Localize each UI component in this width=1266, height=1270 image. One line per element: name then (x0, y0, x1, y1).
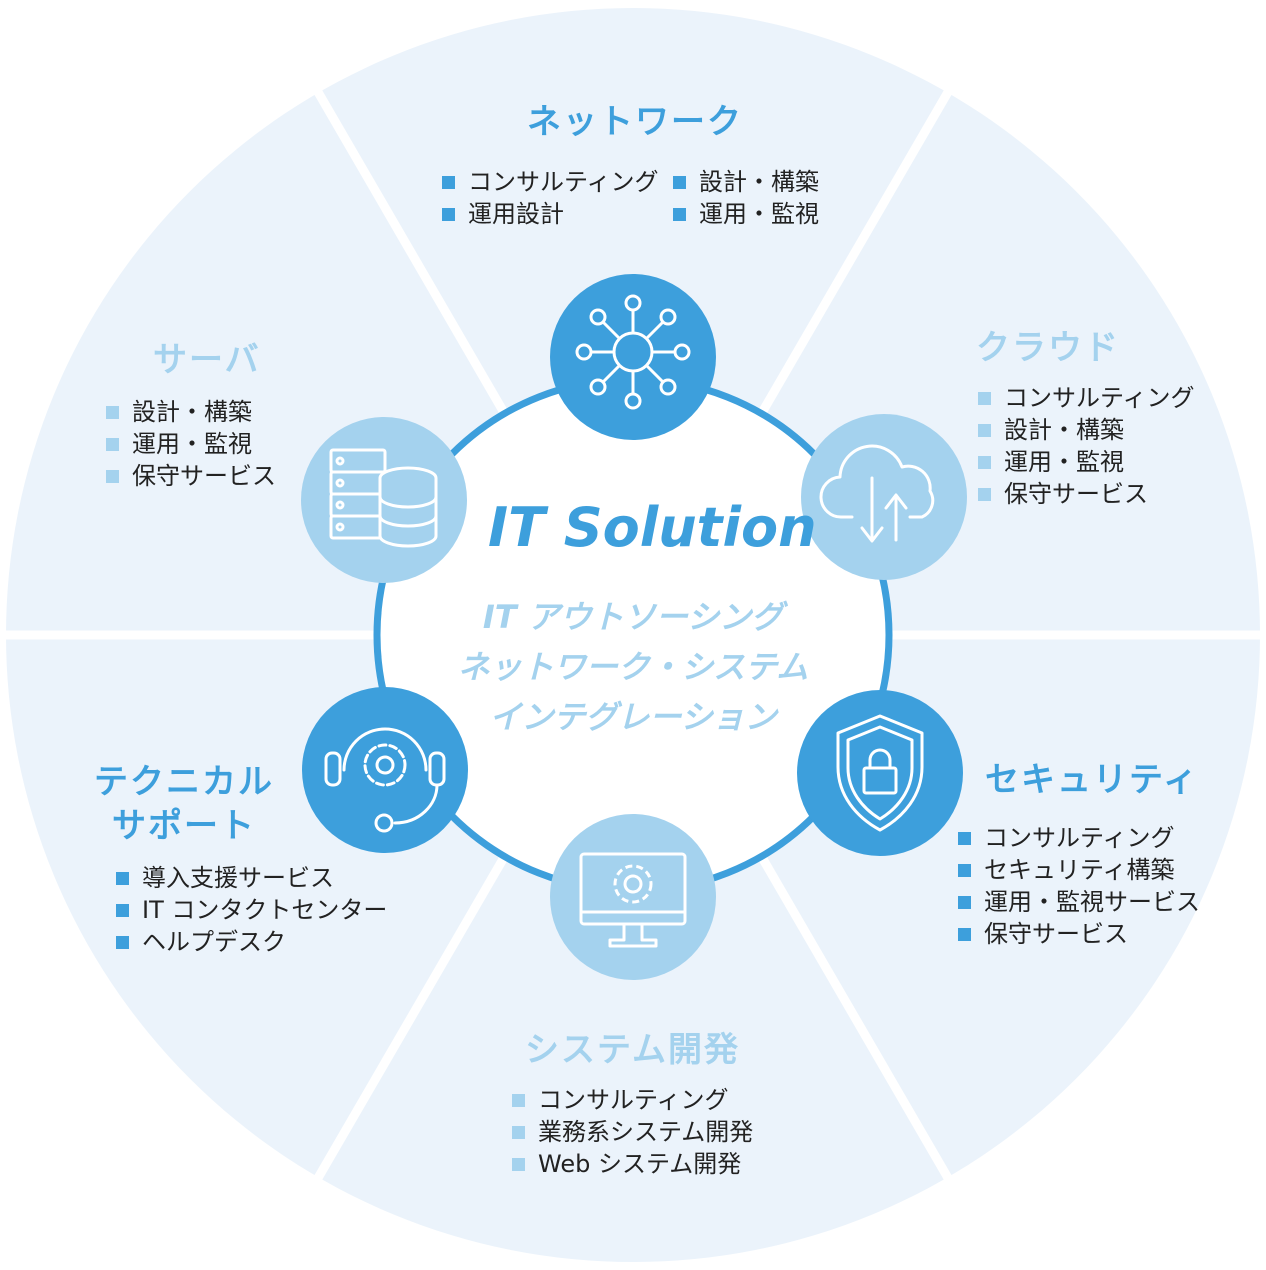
monitor-gear-icon (579, 852, 687, 948)
center-subtitle-line: インテグレーション (489, 698, 777, 736)
server-title: サーバ (153, 340, 261, 380)
list-item: 運用設計 (440, 198, 659, 230)
list-item: 運用・監視 (671, 198, 819, 230)
security-node (797, 690, 963, 856)
cloud-node (801, 414, 967, 580)
system-dev-items: コンサルティング 業務系システム開発 Web システム開発 (510, 1084, 753, 1180)
cloud-items: コンサルティング 設計・構築 運用・監視 保守サービス (976, 382, 1195, 510)
shield-lock-icon (836, 714, 924, 832)
list-item: Web システム開発 (510, 1148, 753, 1180)
tech-support-items: 導入支援サービス IT コンタクトセンター ヘルプデスク (114, 862, 387, 958)
tech-support-node (302, 687, 468, 853)
network-items-right: 設計・構築 運用・監視 (671, 166, 819, 230)
server-node (301, 417, 467, 583)
list-item: ヘルプデスク (114, 926, 387, 958)
list-item: 運用・監視 (976, 446, 1195, 478)
center-subtitle-line: IT アウトソーシング (482, 598, 784, 636)
list-item: 設計・構築 (671, 166, 819, 198)
network-node (550, 274, 716, 440)
list-item: 設計・構築 (976, 414, 1195, 446)
list-item: 保守サービス (976, 478, 1195, 510)
list-item: コンサルティング (440, 166, 659, 198)
list-item: セキュリティ構築 (956, 854, 1200, 886)
list-item: 運用・監視 (104, 428, 276, 460)
list-item: 設計・構築 (104, 396, 276, 428)
server-items: 設計・構築 運用・監視 保守サービス (104, 396, 276, 492)
system-dev-node (550, 814, 716, 980)
list-item: コンサルティング (976, 382, 1195, 414)
list-item: 運用・監視サービス (956, 886, 1200, 918)
segment-dividers (0, 89, 1266, 1181)
center-subtitle-line: ネットワーク・システム (457, 648, 809, 686)
security-items: コンサルティング セキュリティ構築 運用・監視サービス 保守サービス (956, 822, 1200, 950)
network-items-left: コンサルティング 運用設計 (440, 166, 659, 230)
tech-support-title-line: テクニカル (94, 762, 274, 802)
network-hub-icon (575, 294, 691, 410)
center-subtitle: IT アウトソーシング ネットワーク・システム インテグレーション (433, 592, 833, 742)
cloud-sync-icon (819, 444, 935, 543)
list-item: 業務系システム開発 (510, 1116, 753, 1148)
list-item: 保守サービス (956, 918, 1200, 950)
cloud-title: クラウド (976, 328, 1120, 368)
list-item: 保守サービス (104, 460, 276, 492)
list-item: 導入支援サービス (114, 862, 387, 894)
network-title: ネットワーク (527, 102, 743, 142)
list-item: コンサルティング (510, 1084, 753, 1116)
center-title: IT Solution (488, 496, 817, 559)
security-title: セキュリティ (985, 760, 1199, 800)
server-database-icon (329, 448, 438, 548)
tech-support-title-line: サポート (112, 806, 256, 846)
system-dev-title: システム開発 (525, 1030, 740, 1070)
list-item: コンサルティング (956, 822, 1200, 854)
list-item: IT コンタクトセンター (114, 894, 387, 926)
headset-gear-icon (324, 727, 446, 833)
tech-support-title: テクニカル サポート (94, 760, 274, 848)
